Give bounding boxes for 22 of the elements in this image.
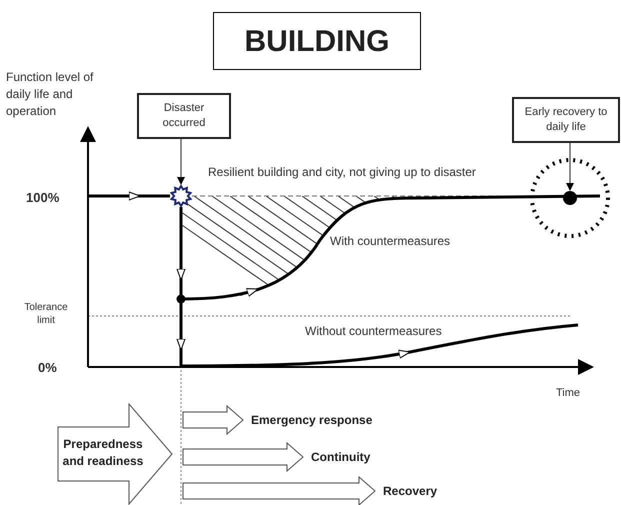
- axis-label: Function level of daily life and operation: [6, 69, 94, 120]
- axis-label: With countermeasures: [330, 233, 452, 250]
- block-arrow: [182, 442, 304, 472]
- phase-label: Emergency response: [251, 411, 372, 429]
- axis-label: Resilient building and city, not giving up to disaster: [208, 164, 477, 181]
- callout-box: Early recovery to daily life: [512, 97, 620, 143]
- callout-box: Disaster occurred: [137, 93, 231, 139]
- title: BUILDING: [213, 12, 421, 70]
- axis-label: Without countermeasures: [305, 323, 443, 340]
- burst-icon: [170, 185, 192, 207]
- arrow: [177, 138, 185, 185]
- axis-label: 0%: [38, 359, 58, 377]
- axis-label: 100%: [26, 189, 60, 207]
- block-arrow: [182, 404, 244, 436]
- arrow: [566, 142, 574, 191]
- arrow-text: Preparedness and readiness: [62, 436, 144, 470]
- axis-label: Tolerance limit: [23, 301, 69, 327]
- block-arrow: [57, 403, 173, 505]
- phase-label: Continuity: [311, 448, 370, 466]
- axis-label: Time: [556, 386, 582, 401]
- block-arrow: [182, 476, 376, 505]
- phase-label: Recovery: [383, 482, 438, 500]
